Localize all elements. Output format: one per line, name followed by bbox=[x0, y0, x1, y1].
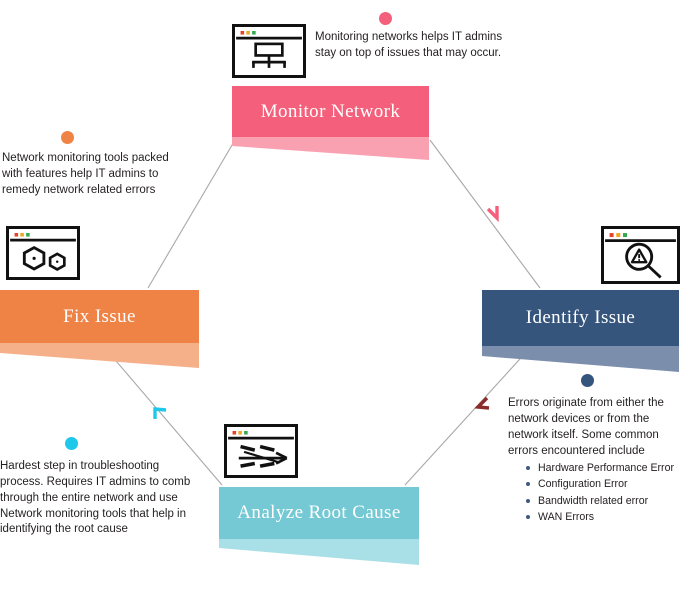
note-fix: Network monitoring tools packed with fea… bbox=[2, 152, 169, 196]
note-dot-monitor bbox=[379, 12, 392, 25]
identify-box-shadow bbox=[482, 346, 679, 372]
note-dot-analyze bbox=[65, 437, 78, 450]
fix-box-shadow bbox=[0, 343, 199, 368]
network-topology-window-icon bbox=[232, 24, 306, 78]
stage-box-monitor[interactable]: Monitor Network bbox=[232, 86, 429, 137]
list-item: Bandwidth related error bbox=[524, 493, 690, 509]
gears-window-icon bbox=[6, 226, 80, 280]
magnifier-warning-window-icon bbox=[601, 226, 680, 284]
stage-box-fix[interactable]: Fix Issue bbox=[0, 290, 199, 343]
monitor-box-shadow bbox=[232, 137, 429, 160]
note-dot-fix bbox=[61, 131, 74, 144]
fishbone-diagram-window-icon bbox=[224, 424, 298, 478]
note-dot-identify bbox=[581, 374, 594, 387]
stage-label-fix: Fix Issue bbox=[63, 305, 136, 327]
list-item: WAN Errors bbox=[524, 509, 690, 525]
common-errors-list: Hardware Performance Error Configuration… bbox=[524, 460, 690, 526]
stage-box-identify[interactable]: Identify Issue bbox=[482, 290, 679, 346]
stage-box-analyze[interactable]: Analyze Root Cause bbox=[219, 487, 419, 539]
stage-label-identify: Identify Issue bbox=[525, 307, 636, 328]
note-monitor: Monitoring networks helps IT admins stay… bbox=[315, 31, 503, 59]
analyze-box-shadow bbox=[219, 539, 419, 565]
note-identify: Errors originate from either the network… bbox=[508, 397, 664, 457]
stage-label-monitor: Monitor Network bbox=[260, 100, 401, 122]
stage-label-analyze: Analyze Root Cause bbox=[237, 502, 401, 523]
